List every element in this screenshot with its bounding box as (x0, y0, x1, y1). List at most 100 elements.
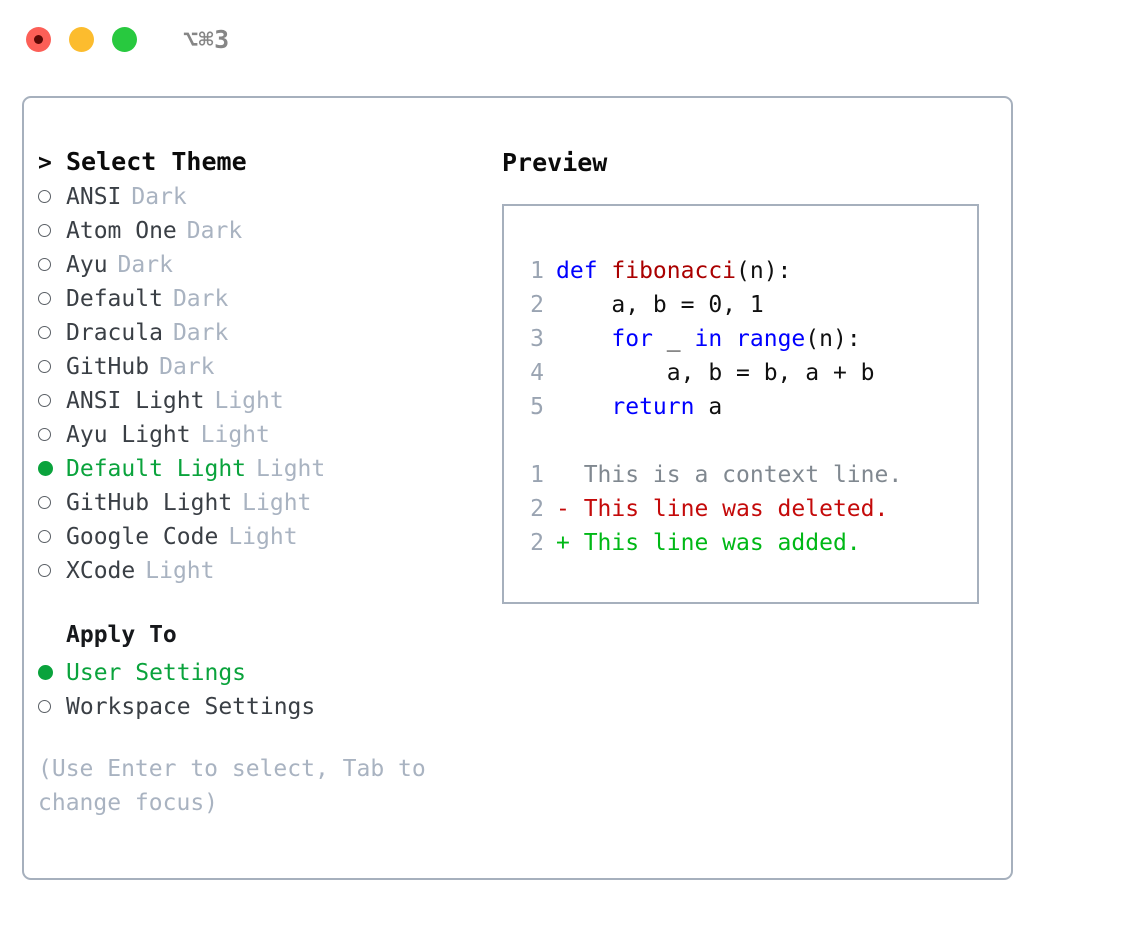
theme-radio-marker (38, 383, 66, 417)
theme-name: GitHub (66, 354, 150, 380)
code-token: a, b = b, a + b (556, 360, 875, 386)
traffic-light-group (26, 26, 137, 52)
theme-radio-marker (38, 519, 66, 553)
theme-list-item[interactable]: ANSI Light Light (38, 384, 493, 418)
theme-list-item[interactable]: Google Code Light (38, 520, 493, 554)
diff-line-text: + This line was added. (556, 530, 861, 556)
section-spacer (38, 588, 493, 622)
theme-radio-marker (38, 451, 66, 485)
code-line-number: 4 (530, 360, 544, 386)
code-line-number: 5 (530, 394, 544, 420)
theme-radio-marker (38, 553, 66, 587)
theme-list-item[interactable]: Default Light Light (38, 452, 493, 486)
theme-name: Dracula (66, 320, 163, 346)
theme-name: XCode (66, 558, 136, 584)
theme-variant-tag: Dark (172, 320, 229, 346)
code-token (556, 394, 611, 420)
theme-radio-marker (38, 247, 66, 281)
radio-unselected-icon (38, 224, 51, 237)
radio-unselected-icon (38, 190, 51, 203)
theme-variant-tag: Dark (131, 184, 187, 210)
theme-variant-tag: Light (256, 456, 326, 482)
radio-unselected-icon (38, 258, 51, 271)
code-line-text: return a (556, 390, 722, 424)
code-line-number: 1 (530, 258, 544, 284)
apply-to-option-label: User Settings (66, 660, 247, 686)
title-bar: ⌥⌘3 (0, 0, 1140, 78)
theme-radio-marker (38, 417, 66, 451)
theme-name: GitHub Light (66, 490, 233, 516)
theme-radio-marker (38, 213, 66, 247)
preview-column: Preview 1 def fibonacci(n): 2 a, b = 0, 1 3… (502, 146, 997, 604)
apply-to-option[interactable]: User Settings (38, 656, 493, 690)
apply-to-option-label: Workspace Settings (66, 694, 316, 720)
theme-radio-marker (38, 349, 66, 383)
theme-name: ANSI Light (66, 388, 205, 414)
theme-variant-tag: Light (214, 388, 284, 414)
theme-list-item[interactable]: Atom One Dark (38, 214, 493, 248)
code-line: 1 def fibonacci(n): (516, 254, 902, 288)
theme-name: Default Light (66, 456, 247, 482)
theme-name: Atom One (66, 218, 177, 244)
apply-to-radio-marker (38, 655, 66, 689)
diff-line: 1 This is a context line. (516, 458, 902, 492)
prompt-caret-icon: > (38, 150, 52, 176)
diff-line: 2 + This line was added. (516, 526, 902, 560)
radio-unselected-icon (38, 530, 51, 543)
minimize-button[interactable] (69, 26, 94, 52)
diff-line-text: This is a context line. (556, 462, 903, 488)
apply-to-label: Apply To (66, 622, 177, 648)
code-token: a (694, 394, 723, 420)
code-line-text: def fibonacci(n): (556, 254, 791, 288)
code-token: (n): (736, 258, 792, 284)
radio-unselected-icon (38, 496, 51, 509)
diff-line-number: 2 (530, 530, 544, 556)
theme-list-item[interactable]: Dracula Dark (38, 316, 493, 350)
diff-line: 2- This line was deleted. (516, 492, 902, 526)
code-diff-separator (516, 424, 902, 458)
apply-to-option[interactable]: Workspace Settings (38, 690, 493, 724)
code-token: for (611, 326, 653, 352)
theme-radio-marker (38, 315, 66, 349)
code-token: (n): (805, 326, 861, 352)
code-token (556, 326, 611, 352)
preview-title: Preview (502, 148, 608, 177)
theme-radio-marker (38, 281, 66, 315)
diff-line-number: 1 (530, 462, 544, 488)
radio-unselected-icon (38, 326, 51, 339)
theme-radio-marker (38, 179, 66, 213)
theme-variant-tag: Dark (186, 218, 243, 244)
maximize-button[interactable] (112, 26, 137, 52)
close-button[interactable] (26, 26, 51, 52)
theme-radio-marker (38, 485, 66, 519)
apply-to-header: Apply To (38, 622, 493, 656)
code-line: 5 return a (516, 390, 902, 424)
code-line-number: 3 (530, 326, 544, 352)
theme-variant-tag: Light (228, 524, 298, 550)
theme-name: Ayu (66, 252, 108, 278)
radio-unselected-icon (38, 428, 51, 441)
select-theme-label: Select Theme (66, 147, 247, 176)
theme-name: Google Code (66, 524, 219, 550)
theme-variant-tag: Dark (172, 286, 229, 312)
record-indicator-icon (34, 34, 43, 44)
code-token: _ (652, 326, 695, 352)
code-line-text: a, b = 0, 1 (556, 288, 763, 322)
select-theme-header: > Select Theme (38, 146, 493, 180)
code-token: range (736, 326, 806, 352)
radio-unselected-icon (38, 292, 51, 305)
